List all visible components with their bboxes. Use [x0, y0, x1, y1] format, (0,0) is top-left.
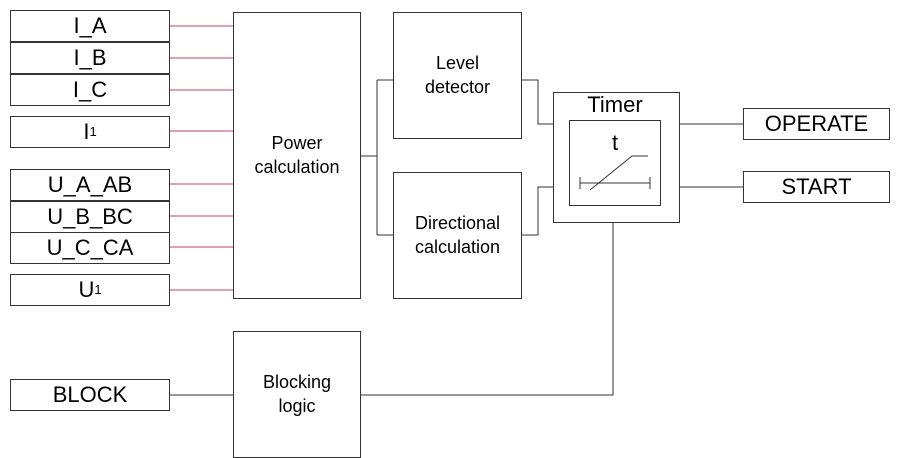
input-i-c-label: I_C [72, 76, 108, 102]
input-i-a: I_A [10, 10, 170, 42]
input-u-a-ab: U_A_AB [10, 169, 170, 201]
input-u1-label: U [78, 276, 95, 302]
output-operate-label: OPERATE [764, 110, 869, 136]
input-i-c: I_C [10, 74, 170, 106]
input-u-c-ca-label: U_C_CA [46, 234, 134, 260]
power-calculation-label: Power calculation [254, 133, 340, 177]
blocking-logic-block: Blocking logic [233, 331, 361, 458]
input-u-c-ca: U_C_CA [10, 232, 170, 264]
internal-wires [170, 79, 743, 396]
power-calculation-block: Power calculation [233, 12, 361, 299]
input-i-b: I_B [10, 42, 170, 74]
input-i-b-label: I_B [73, 44, 107, 70]
input-i-a-label: I_A [73, 12, 107, 38]
output-start: START [743, 171, 890, 203]
input-i1-subscript: 1 [89, 123, 97, 139]
input-block-label: BLOCK [52, 381, 128, 407]
input-u-b-bc: U_B_BC [10, 201, 170, 233]
input-u1-subscript: 1 [94, 281, 102, 297]
output-start-label: START [781, 173, 852, 199]
directional-calculation-label: Directional calculation [414, 213, 501, 257]
level-detector-label: Level detector [424, 53, 491, 97]
timer-t-label: t [611, 130, 619, 155]
timer-title: Timer [587, 92, 643, 117]
input-block: BLOCK [10, 379, 170, 411]
input-wires [170, 25, 233, 291]
input-i1-label: I [83, 118, 90, 144]
input-u-b-bc-label: U_B_BC [47, 203, 133, 229]
output-operate: OPERATE [743, 108, 890, 140]
blocking-logic-label: Blocking logic [262, 372, 332, 416]
directional-calculation-block: Directional calculation [393, 172, 522, 299]
level-detector-block: Level detector [393, 12, 522, 139]
input-u-a-ab-label: U_A_AB [47, 171, 133, 197]
